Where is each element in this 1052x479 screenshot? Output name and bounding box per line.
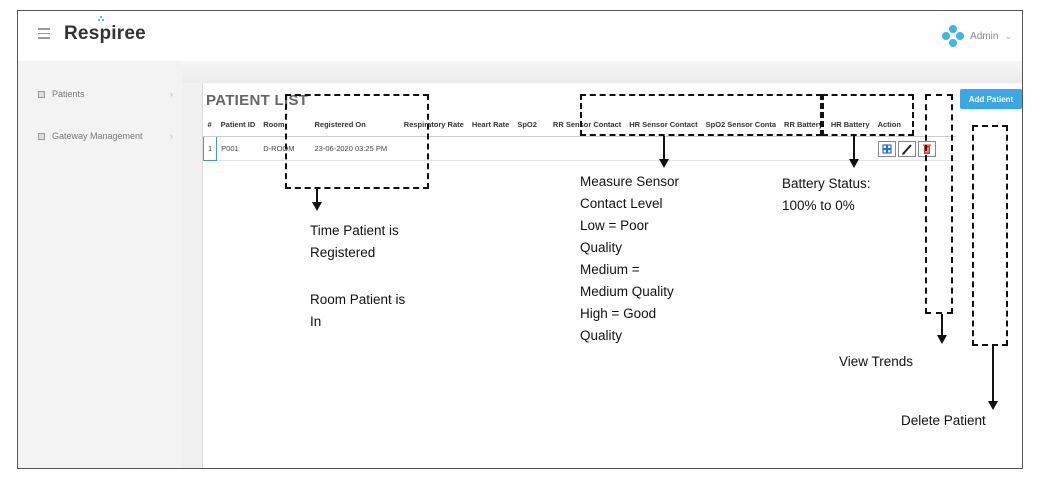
column-header[interactable]: #	[203, 113, 217, 137]
registered-arrow-line	[316, 189, 318, 203]
column-header[interactable]: Room	[259, 113, 311, 137]
column-header[interactable]: Registered On	[310, 113, 400, 137]
add-patient-button[interactable]: Add Patient	[960, 89, 1022, 109]
chevron-right-icon: ›	[170, 131, 173, 141]
rr-sensor-contact-cell	[548, 136, 626, 161]
battery-arrowhead	[849, 159, 859, 168]
sidebar-item-label: Patients	[52, 89, 85, 99]
pencil-icon	[901, 143, 912, 155]
battery-arrow-line	[853, 136, 855, 160]
chevron-right-icon: ›	[170, 89, 173, 99]
room-annotation: Room Patient is In	[310, 292, 406, 329]
view-trends-annotation: View Trends	[839, 354, 914, 369]
sensor-annotation: Measure Sensor Contact Level Low = Poor …	[580, 174, 680, 343]
brand-sparkle-icon	[98, 16, 104, 22]
row-number: 1	[202, 136, 218, 161]
screenshot-frame: Respiree Admin ⌄ Patients › Gateway Mana…	[17, 10, 1023, 469]
sensor-contact-highlight	[580, 94, 822, 136]
column-header[interactable]: Action	[873, 113, 956, 137]
registered-on-cell: 23-06-2020 03:25 PM	[310, 136, 400, 161]
patient-id-cell: P001	[216, 136, 260, 161]
room-registered-highlight	[285, 94, 429, 189]
registered-annotation: Time Patient is Registered	[310, 223, 399, 260]
sensor-arrowhead	[659, 159, 669, 168]
column-header[interactable]: Heart Rate	[467, 113, 514, 137]
column-header[interactable]: SpO2 Sensor Conta	[701, 113, 781, 137]
spo2-cell	[513, 136, 549, 161]
sidebar-item-label: Gateway Management	[52, 131, 143, 141]
registered-arrowhead	[312, 202, 322, 211]
battery-highlight	[822, 94, 914, 136]
grid-icon	[881, 143, 892, 154]
delete-highlight	[972, 125, 1008, 346]
room-cell: D-ROOM	[259, 136, 311, 161]
patients-icon	[38, 90, 45, 98]
view-trends-button[interactable]	[877, 140, 896, 157]
edit-button[interactable]	[897, 140, 916, 157]
sensor-arrow-line	[663, 136, 665, 160]
trends-arrow-line	[941, 314, 943, 336]
table-header-row: # Patient ID Room Registered On Respirat…	[203, 113, 956, 137]
rr-battery-cell	[780, 136, 827, 161]
chevron-down-icon: ⌄	[1004, 30, 1012, 41]
sidebar-item-gateway-management[interactable]: Gateway Management ›	[38, 131, 173, 141]
admin-avatar-icon	[942, 25, 965, 47]
gateway-icon	[38, 132, 45, 140]
spo2-sensor-contact-cell	[701, 136, 781, 161]
heart-rate-cell	[467, 136, 514, 161]
battery-annotation: Battery Status: 100% to 0%	[782, 176, 871, 213]
view-trends-highlight	[925, 94, 953, 314]
brand-logo: Respiree	[64, 23, 146, 44]
column-header[interactable]: RR Sensor Contact	[548, 113, 626, 137]
app-header: Respiree Admin ⌄	[18, 11, 1022, 61]
main-content: PATIENT LIST Add Patient # Patient ID Ro…	[182, 61, 1022, 468]
user-menu[interactable]: Admin ⌄	[942, 25, 1012, 47]
user-name: Admin	[970, 30, 999, 42]
delete-annotation: Delete Patient	[901, 413, 986, 428]
hr-battery-cell	[826, 136, 874, 161]
delete-arrowhead	[988, 401, 998, 410]
column-header[interactable]: SpO2	[513, 113, 549, 137]
column-header[interactable]: Respiratory Rate	[399, 113, 468, 137]
column-header[interactable]: HR Battery	[826, 113, 874, 137]
respiratory-rate-cell	[399, 136, 468, 161]
column-header[interactable]: Patient ID	[216, 113, 260, 137]
sidebar: Patients › Gateway Management ›	[18, 61, 183, 468]
hamburger-icon[interactable]	[38, 28, 50, 39]
delete-arrow-line	[992, 346, 994, 402]
sidebar-item-patients[interactable]: Patients ›	[38, 89, 173, 99]
trends-arrowhead	[937, 335, 947, 344]
page-title: PATIENT LIST	[206, 92, 309, 109]
patient-list-panel: PATIENT LIST Add Patient # Patient ID Ro…	[202, 83, 1022, 468]
patient-table: # Patient ID Room Registered On Respirat…	[202, 113, 956, 161]
column-header[interactable]: RR Battery	[780, 113, 827, 137]
